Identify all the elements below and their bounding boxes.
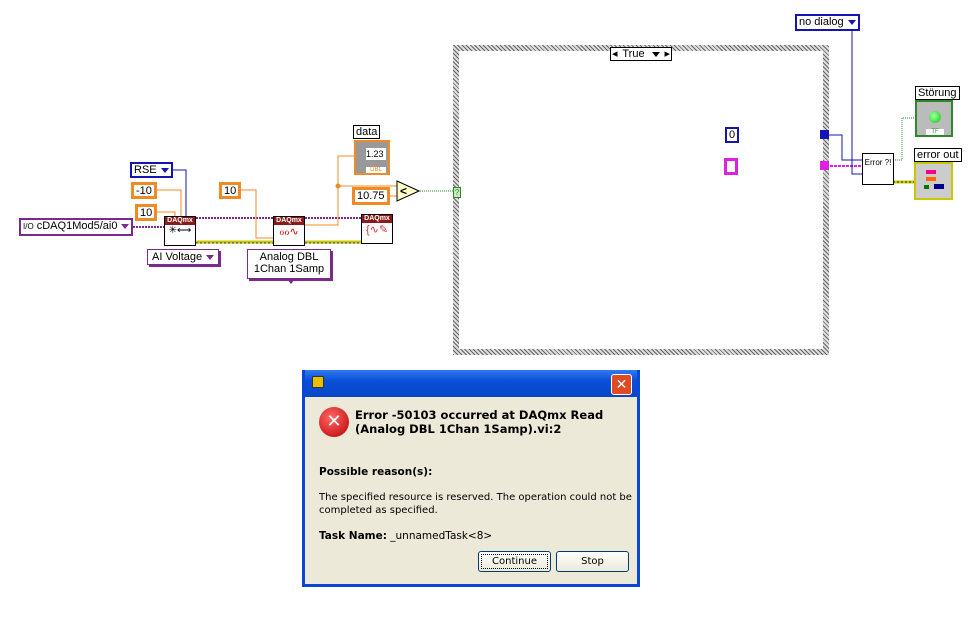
dropdown-icon — [206, 254, 215, 260]
daqmx-clear-task[interactable]: DAQmx{∿✎ — [361, 214, 393, 244]
error-dialog: ✕ ✕ Error -50103 occurred at DAQmx Read … — [302, 370, 640, 587]
continue-button[interactable]: Continue — [478, 551, 551, 572]
timeout-constant[interactable]: 10 — [219, 182, 242, 199]
close-button[interactable]: ✕ — [611, 374, 632, 395]
eraser-icon: {∿✎ — [365, 224, 389, 236]
case-dropdown-icon[interactable] — [651, 51, 660, 57]
glasses-icon: ℴℴ∿ — [279, 226, 299, 238]
less-than-node[interactable]: < — [396, 180, 420, 202]
selector-tunnel: ? — [453, 187, 461, 198]
case-prev-icon[interactable]: ◂ — [612, 48, 618, 60]
dropdown-icon — [847, 19, 856, 25]
no-dialog-constant[interactable]: no dialog — [795, 14, 860, 31]
labview-icon — [312, 376, 324, 388]
max-value-constant[interactable]: 10 — [135, 204, 158, 221]
task-name: Task Name: _unnamedTask<8> — [319, 530, 493, 542]
daqmx-create-channel[interactable]: DAQmx✳⟷ — [164, 216, 196, 246]
stoerung-label: Störung — [915, 86, 960, 100]
dropdown-icon — [121, 223, 130, 229]
read-mode-selector[interactable]: Analog DBL 1Chan 1Samp — [247, 249, 331, 284]
min-value-constant[interactable]: -10 — [131, 182, 157, 199]
tunnel-numeric — [820, 130, 829, 139]
io-icon: I/O — [23, 222, 34, 231]
dropdown-icon — [287, 278, 295, 284]
case-selector[interactable]: ◂ True ▸ — [610, 47, 672, 61]
error-cluster-constant[interactable] — [724, 158, 738, 175]
simple-error-handler[interactable]: Error ?! — [862, 153, 894, 185]
error-icon: ✕ — [319, 407, 349, 437]
data-label: data — [353, 125, 381, 139]
dialog-titlebar: ✕ — [305, 370, 637, 397]
reason-text: The specified resource is reserved. The … — [319, 492, 632, 516]
case-structure[interactable] — [453, 45, 829, 355]
error-out-indicator[interactable] — [914, 162, 953, 200]
zero-constant[interactable]: 0 — [725, 127, 740, 143]
error-message: Error -50103 occurred at DAQmx Read (Ana… — [355, 408, 604, 436]
tunnel-error — [820, 161, 829, 170]
reasons-heading: Possible reason(s): — [319, 466, 433, 478]
waveform-icon: ✳⟷ — [168, 225, 192, 236]
rse-constant[interactable]: RSE — [130, 162, 173, 178]
case-next-icon[interactable]: ▸ — [664, 48, 670, 60]
stoerung-led-indicator[interactable]: TF — [915, 100, 953, 137]
channel-constant[interactable]: I/O cDAQ1Mod5/ai0 — [19, 218, 134, 236]
svg-text:<: < — [400, 184, 407, 198]
threshold-constant[interactable]: 10.75 — [352, 187, 390, 205]
dropdown-icon — [160, 167, 169, 173]
ai-voltage-selector[interactable]: AI Voltage — [147, 249, 220, 265]
data-indicator[interactable]: 1.23 DBL — [354, 140, 390, 175]
error-out-label: error out — [914, 148, 962, 162]
stop-button[interactable]: Stop — [556, 551, 629, 572]
led-icon — [929, 111, 941, 123]
